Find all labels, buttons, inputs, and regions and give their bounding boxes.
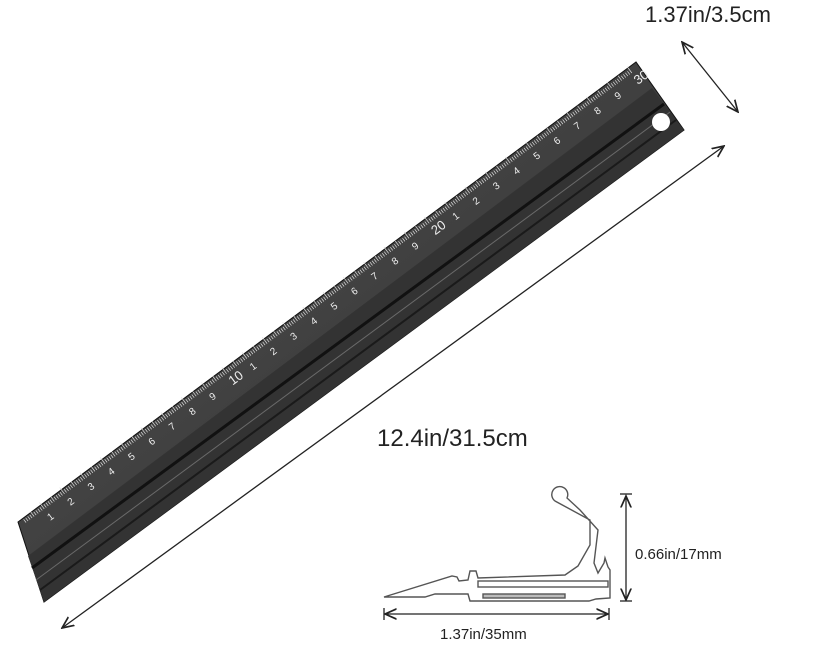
hang-hole [652,113,670,131]
scale-tick [617,75,622,81]
scale-number: 30 [631,67,652,88]
scale-tick [623,74,627,78]
scale-tick [594,95,598,99]
profile-cross-section [383,485,611,602]
scale-tick [586,101,590,105]
scale-tick [545,126,552,134]
scale-number: 1 [45,511,56,523]
scale-tick [535,138,539,143]
scale-number: 8 [593,105,604,117]
scale-tick [554,125,558,129]
scale-tick [562,119,566,123]
width-arrow [682,42,738,112]
scale-tick [43,504,47,508]
scale-number: 9 [613,90,624,102]
scale-tick [625,72,629,77]
scale-tick [53,496,57,501]
scale-tick [572,111,576,116]
scale-tick [39,507,43,511]
scale-tick [550,128,554,132]
length-label: 12.4in/31.5cm [377,425,528,452]
scale-tick [600,90,604,95]
scale-tick [29,514,33,519]
scale-tick [606,86,610,90]
scale-tick [597,90,602,96]
scale-tick [606,81,612,89]
scale-tick [590,98,594,102]
scale-tick [45,502,49,507]
scale-tick [23,519,27,523]
scale-tick [531,141,535,146]
scale-tick [610,83,614,87]
scale-tick [614,80,618,84]
scale-tick [533,140,537,144]
scale-number: 6 [552,135,563,147]
scale-tick [617,78,620,83]
scale-tick [565,111,572,119]
width-label: 1.37in/3.5cm [645,2,771,27]
scale-tick [27,516,31,520]
scale-tick [540,135,543,140]
scale-tick [544,132,548,137]
scale-tick [612,81,616,86]
profile-dimension-lines [383,493,632,620]
scale-tick [47,501,51,505]
scale-tick [33,511,37,516]
scale-tick [39,502,45,510]
scale-tick [576,108,580,113]
scale-tick [602,89,606,93]
scale-tick [25,517,29,522]
scale-tick [542,134,545,138]
scale-tick [582,104,586,108]
scale-tick [536,135,541,141]
scale-tick [592,96,596,101]
scale-tick [577,105,582,111]
scale-tick [574,110,578,114]
scale-tick [556,123,560,128]
scale-tick [596,93,600,98]
scale-tick [604,87,608,92]
scale-tick [55,495,59,499]
scale-tick [580,105,584,110]
scale-tick [57,493,61,498]
scale-tick [546,131,550,135]
scale-tick [560,120,564,125]
length-arrow [62,146,724,628]
scale-tick [564,117,568,122]
profile-depth-label: 1.37in/35mm [440,626,527,643]
scale-tick [621,75,625,80]
scale-tick [50,496,55,502]
scale-tick [37,508,41,513]
scale-tick [566,116,570,120]
scale-tick [626,66,633,74]
scale-tick [557,120,562,126]
scale-tick [49,499,53,504]
profile-height-label: 0.66in/17mm [635,546,722,563]
scale-tick [627,71,631,75]
scale-tick [586,96,592,104]
scale-tick [30,511,35,517]
scale-number: 7 [572,120,583,132]
scale-tick [584,102,588,107]
scale-tick [570,113,574,117]
scale-tick [35,510,39,514]
scale-tick [552,126,556,131]
